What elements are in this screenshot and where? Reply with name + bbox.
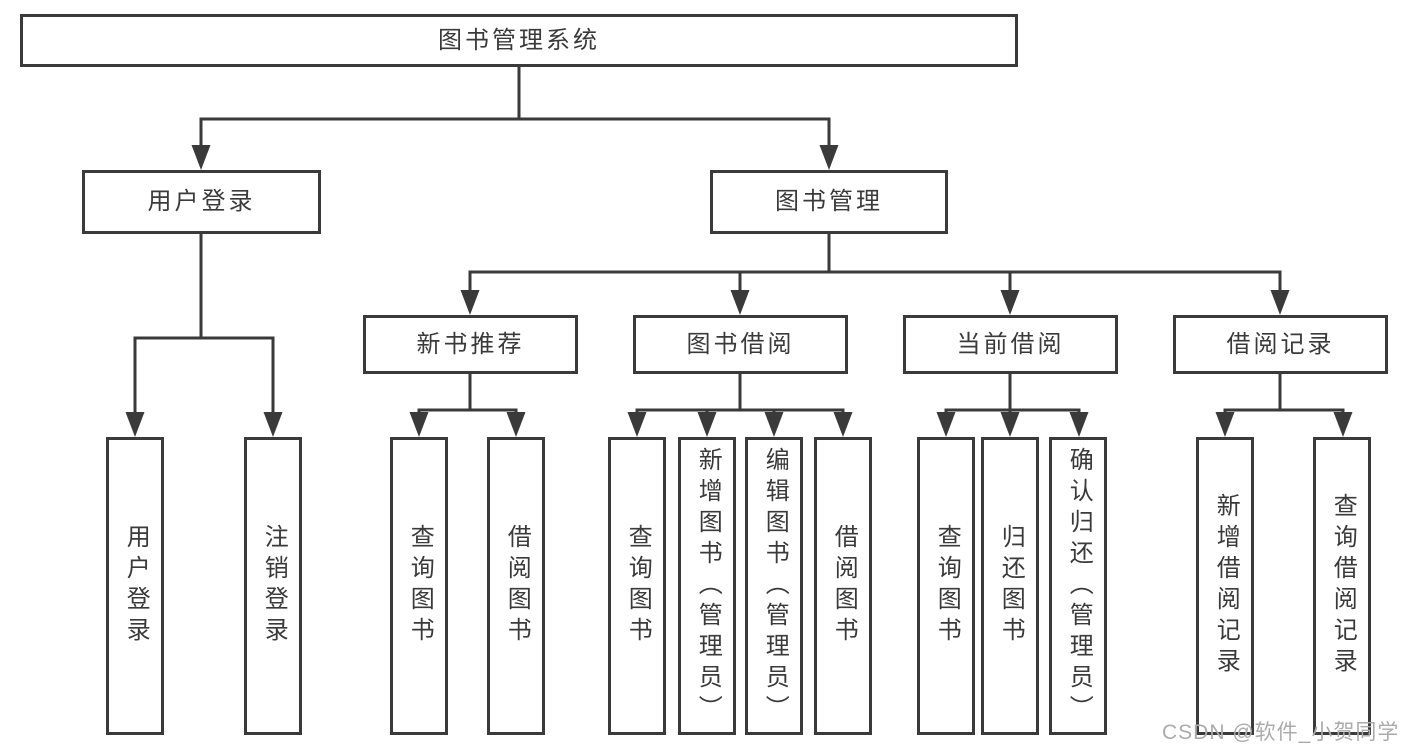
- leaf-borrow-books-recommend: 借阅图书: [487, 437, 545, 735]
- node-label: 图书借阅: [686, 330, 795, 358]
- connector-book-management-to-children: [460, 234, 1290, 315]
- node-label: 归还图书: [997, 524, 1025, 648]
- node-label: 编辑图书（管理员）: [761, 446, 789, 726]
- leaf-confirm-return-admin: 确认归还（管理员）: [1049, 437, 1107, 735]
- node-label: 当前借阅: [956, 330, 1065, 358]
- leaf-query-books-recommend: 查询图书: [390, 437, 448, 735]
- node-label: 借阅图书: [503, 524, 531, 648]
- node-label: 图书管理系统: [438, 26, 600, 54]
- node-label: 查询借阅记录: [1329, 493, 1357, 679]
- leaf-user-login: 用户登录: [106, 437, 164, 735]
- node-root: 图书管理系统: [20, 14, 1018, 67]
- leaf-add-borrow-record: 新增借阅记录: [1196, 437, 1254, 735]
- connector-borrowing-records-to-children: [1215, 374, 1353, 437]
- connector-new-book-recommend-to-children: [409, 374, 526, 437]
- leaf-borrow-books-borrowing: 借阅图书: [814, 437, 872, 735]
- node-borrowing-records: 借阅记录: [1173, 315, 1388, 374]
- node-label: 借阅记录: [1226, 330, 1335, 358]
- node-label: 查询图书: [933, 524, 961, 648]
- leaf-query-books-borrowing: 查询图书: [608, 437, 666, 735]
- node-label: 新书推荐: [416, 330, 525, 358]
- csdn-watermark: CSDN @软件_小贺同学: [1162, 721, 1400, 744]
- node-book-borrowing: 图书借阅: [633, 315, 848, 374]
- connector-user-login-to-children: [125, 234, 283, 437]
- leaf-return-books: 归还图书: [981, 437, 1039, 735]
- node-label: 确认归还（管理员）: [1065, 446, 1093, 726]
- node-label: 注销登录: [260, 524, 288, 648]
- leaf-edit-book-admin: 编辑图书（管理员）: [745, 437, 803, 735]
- node-new-book-recommend: 新书推荐: [363, 315, 578, 374]
- leaf-logout: 注销登录: [244, 437, 302, 735]
- leaf-query-borrow-record: 查询借阅记录: [1313, 437, 1371, 735]
- node-label: 新增图书（管理员）: [694, 446, 722, 726]
- leaf-add-book-admin: 新增图书（管理员）: [678, 437, 736, 735]
- leaf-query-books-current: 查询图书: [917, 437, 975, 735]
- node-current-borrowing: 当前借阅: [903, 315, 1118, 374]
- node-label: 用户登录: [147, 188, 256, 215]
- node-label: 新增借阅记录: [1212, 493, 1240, 679]
- connector-root-to-level2: [191, 66, 839, 170]
- node-book-management: 图书管理: [710, 170, 948, 234]
- connector-current-borrowing-to-children: [936, 374, 1089, 437]
- node-label: 查询图书: [406, 524, 434, 648]
- node-label: 图书管理: [775, 188, 883, 215]
- node-label: 查询图书: [624, 524, 652, 648]
- node-label: 用户登录: [122, 524, 150, 648]
- node-label: 借阅图书: [830, 524, 858, 648]
- connector-book-borrowing-to-children: [627, 374, 853, 437]
- node-user-login: 用户登录: [82, 170, 321, 234]
